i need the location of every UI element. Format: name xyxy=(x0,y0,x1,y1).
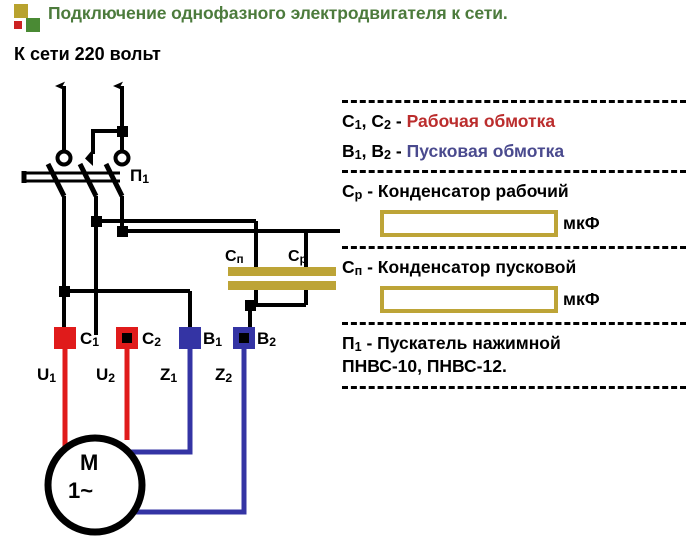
start-capacitor-input-row: мкФ xyxy=(340,283,688,318)
start-capacitor-symbol xyxy=(228,264,284,305)
legend-divider xyxy=(342,321,686,325)
logo-square-gold-icon xyxy=(14,4,28,18)
node-mid-pole xyxy=(91,216,258,264)
terminal-block-c1 xyxy=(54,327,76,349)
run-capacitor-label: Ср xyxy=(288,248,307,266)
legend-row-working-winding: С1, С2 - Рабочая обмотка xyxy=(342,111,556,132)
start-capacitor-label: Сп xyxy=(225,248,244,266)
terminal-label-b2: В2 xyxy=(257,329,277,349)
starter-label: П1 xyxy=(130,166,150,186)
site-logo xyxy=(8,4,44,32)
legend-divider xyxy=(342,100,686,103)
motor-symbol xyxy=(44,434,146,536)
winding-label-z1: Z1 xyxy=(160,365,178,385)
terminal-block-b2 xyxy=(233,327,255,349)
run-capacitor-input-row: мкФ xyxy=(340,207,688,242)
legend-divider xyxy=(342,245,686,249)
legend-row-starter: П1 - Пускатель нажимной ПНВС-10, ПНВС-12… xyxy=(342,332,561,377)
legend-row-start-winding: В1, В2 - Пусковая обмотка xyxy=(342,140,565,162)
legend-starter-models: ПНВС-10, ПНВС-12. xyxy=(342,356,507,377)
mains-supply-label: К сети 220 вольт xyxy=(14,44,161,64)
terminal-label-c1: С1 xyxy=(80,329,100,349)
motor-phase-indicator: 1~ xyxy=(68,478,94,503)
legend-value-start-winding: Пусковая обмотка xyxy=(406,140,565,161)
winding-label-z2: Z2 xyxy=(215,365,233,385)
starter-jumper xyxy=(85,126,128,166)
terminal-block-c2 xyxy=(116,327,138,349)
legend-panel: С1, С2 - Рабочая обмотка В1, В2 - Пусков… xyxy=(340,96,688,393)
legend-value-working-winding: Рабочая обмотка xyxy=(406,111,556,131)
motor-letter: M xyxy=(80,450,99,475)
legend-row-run-capacitor: Ср - Конденсатор рабочий xyxy=(342,181,569,203)
logo-square-red-icon xyxy=(14,21,22,29)
neutral-feed-line xyxy=(117,196,340,237)
terminal-block-b1 xyxy=(179,327,201,349)
run-capacitor-symbol xyxy=(280,264,336,305)
terminal-label-c2: С2 xyxy=(142,329,162,349)
start-capacitor-value-input[interactable] xyxy=(380,285,558,313)
logo-square-green-icon xyxy=(26,18,40,32)
working-winding-wires xyxy=(62,349,130,455)
start-capacitor-unit: мкФ xyxy=(563,288,600,309)
switch-blades xyxy=(45,162,125,198)
winding-label-u2: U2 xyxy=(96,365,116,385)
run-capacitor-unit: мкФ xyxy=(563,212,600,233)
mains-phase-arrows xyxy=(55,81,124,155)
starter-contact-circles xyxy=(55,149,131,167)
terminal-label-b1: В1 xyxy=(203,329,223,349)
legend-divider xyxy=(342,170,686,174)
run-capacitor-value-input[interactable] xyxy=(380,209,558,237)
wiring-schematic xyxy=(21,81,340,536)
start-winding-wires xyxy=(108,349,247,515)
legend-divider xyxy=(342,385,686,389)
page-title: Подключение однофазного электродвигателя… xyxy=(48,3,508,23)
legend-row-start-capacitor: Сп - Конденсатор пусковой xyxy=(342,256,577,278)
winding-label-u1: U1 xyxy=(37,365,57,385)
